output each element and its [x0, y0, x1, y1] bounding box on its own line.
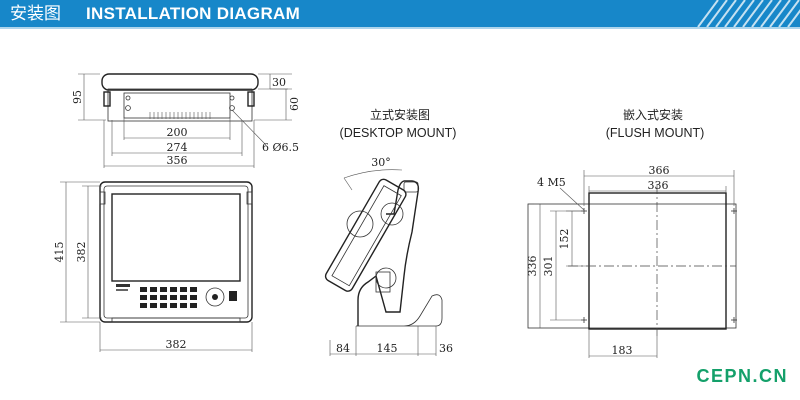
installation-drawing: 95 30 60 200 274 [53, 73, 737, 358]
desktop-dim-84: 84 [336, 342, 350, 355]
front-view-knob [99, 191, 106, 205]
front-view-dpad-center [212, 294, 218, 300]
header-stripes-decoration [697, 0, 800, 27]
dim-200: 200 [167, 126, 188, 139]
top-view-hole [125, 105, 131, 111]
watermark: CEPN.CN [696, 366, 788, 386]
flush-dim-183: 183 [612, 344, 633, 357]
flush-dim-336-width: 336 [648, 179, 669, 192]
desktop-base [356, 294, 443, 327]
desktop-knob-right [380, 202, 404, 226]
top-view-hole [125, 95, 131, 101]
front-view-keypad [140, 287, 197, 308]
front-view: 415 382 382 [53, 181, 253, 352]
flush-dim-screw: 4 M5 [537, 176, 566, 189]
top-view-hole [229, 95, 235, 101]
top-view-body [107, 88, 253, 122]
dim-382-horizontal: 382 [166, 338, 187, 351]
flush-screw-leader [559, 187, 585, 211]
desktop-hinge [375, 271, 391, 293]
dim-95: 95 [71, 90, 84, 104]
top-view-fins [149, 112, 211, 119]
dim-356: 356 [167, 154, 188, 167]
desktop-knob-upper [346, 210, 374, 238]
flush-dim-336-height: 336 [526, 256, 539, 277]
front-view-dpad [205, 287, 225, 307]
flush-mount: 嵌入式安装 (FLUSH MOUNT) 4 M5 366 [526, 107, 737, 358]
desktop-caption-cn: 立式安装图 [370, 107, 430, 122]
header-underline [0, 27, 800, 29]
top-view-bracket [123, 92, 231, 119]
flush-cutout [588, 192, 727, 330]
dim-30: 30 [272, 76, 286, 89]
top-view-knob-left [103, 91, 111, 107]
top-view-housing-top [101, 73, 259, 91]
flush-screw-marks [581, 208, 737, 323]
page-header: 安装图 INSTALLATION DIAGRAM [0, 0, 800, 30]
flush-caption-en: (FLUSH MOUNT) [606, 126, 705, 140]
desktop-display-body [324, 178, 407, 292]
front-view-screen [111, 193, 241, 282]
dim-hole: 6 Ø6.5 [262, 141, 299, 154]
front-view-logo [116, 289, 128, 291]
front-view-base [111, 317, 241, 323]
flush-caption-cn: 嵌入式安装 [623, 107, 683, 122]
desktop-display-inner [331, 185, 402, 287]
desktop-top-cap [403, 181, 419, 193]
desktop-mount: 立式安装图 (DESKTOP MOUNT) 30° 84 145 36 [324, 107, 457, 356]
header-title-en: INSTALLATION DIAGRAM [86, 4, 301, 23]
top-view: 95 30 60 200 274 [71, 73, 301, 168]
hole-leader [231, 109, 267, 146]
desktop-caption-en: (DESKTOP MOUNT) [340, 126, 457, 140]
dim-274: 274 [167, 141, 188, 154]
dim-60: 60 [288, 97, 301, 111]
flush-dim-152: 152 [558, 229, 571, 250]
flush-dim-301: 301 [542, 256, 555, 277]
front-view-knob [246, 191, 253, 205]
desktop-angle-arc [343, 169, 403, 179]
desktop-bracket [357, 180, 420, 326]
desktop-dim-36: 36 [439, 342, 453, 355]
dim-415: 415 [53, 242, 66, 263]
front-view-logo [116, 284, 130, 287]
dim-382-vertical: 382 [75, 242, 88, 263]
desktop-angle: 30° [371, 156, 391, 169]
header-title-cn: 安装图 [10, 4, 61, 24]
top-view-knob-right [247, 91, 255, 107]
header-bar [0, 0, 800, 27]
front-view-power-key [229, 291, 237, 301]
flush-dim-366: 366 [649, 164, 670, 177]
desktop-knob-lower [375, 267, 397, 289]
desktop-dim-145: 145 [377, 342, 398, 355]
